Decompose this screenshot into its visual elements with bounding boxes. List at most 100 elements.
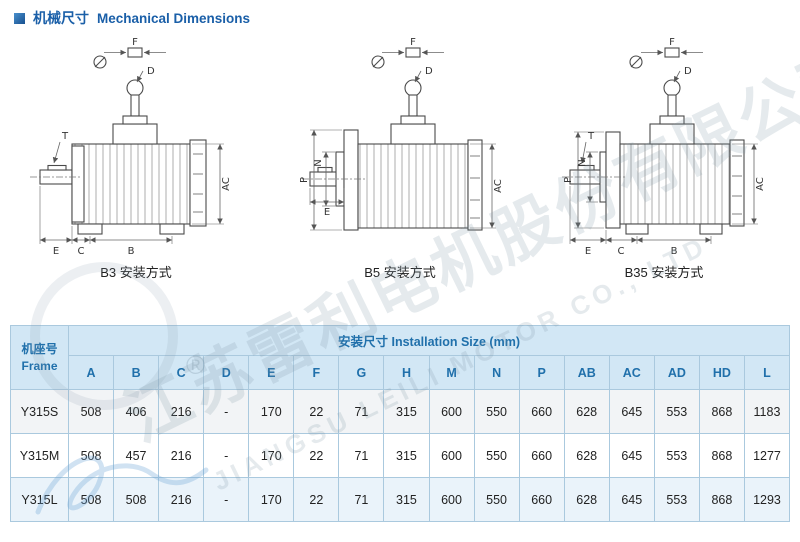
- b3-figure: F D T AC E C B B3 安装方式: [16, 32, 256, 281]
- dimension-cell: 600: [428, 477, 475, 522]
- dimension-cell: 508: [67, 433, 115, 478]
- dim-label-e: E: [585, 246, 591, 257]
- dim-label-t: T: [61, 131, 69, 142]
- dimension-cell: 550: [473, 433, 520, 478]
- dim-label-p: P: [563, 177, 574, 183]
- frame-cell: Y315L: [10, 477, 69, 522]
- dimension-cell: -: [203, 477, 250, 522]
- b5-drawing: F D P N E AC: [299, 37, 504, 231]
- b35-figure: F D T P N AC E C B B35 安装方式: [544, 32, 784, 281]
- dimension-cell: 508: [113, 477, 160, 522]
- b5-figure: F D P N E AC B5 安装方式: [280, 32, 520, 281]
- dim-label-b: B: [128, 246, 135, 257]
- dimension-cell: 71: [338, 477, 385, 522]
- title-bullet-icon: [14, 12, 25, 24]
- dimension-cell: 628: [563, 477, 610, 522]
- column-header-e: E: [248, 355, 295, 390]
- dimension-cell: 645: [608, 433, 655, 478]
- dimension-cell: 628: [563, 433, 610, 478]
- dimension-cell: 868: [698, 389, 745, 434]
- dim-label-ac: AC: [493, 179, 504, 193]
- dimension-cell: -: [203, 433, 250, 478]
- column-header-g: G: [338, 355, 385, 390]
- dimension-cell: 508: [67, 389, 115, 434]
- dimension-cell: 457: [113, 433, 160, 478]
- dimension-cell: -: [203, 389, 250, 434]
- dimension-cell: 645: [608, 389, 655, 434]
- dimension-cell: 553: [653, 389, 700, 434]
- column-header-h: H: [383, 355, 430, 390]
- dimension-cell: 170: [248, 477, 295, 522]
- column-header-d: D: [203, 355, 250, 390]
- dim-label-b: B: [671, 246, 678, 257]
- dimension-cell: 216: [158, 389, 205, 434]
- dimension-cell: 508: [67, 477, 115, 522]
- frame-header-en: Frame: [21, 358, 58, 373]
- dim-label-t: T: [587, 131, 595, 142]
- dim-label-ac: AC: [755, 177, 766, 191]
- dim-label-c: C: [78, 246, 85, 257]
- dimension-cell: 71: [338, 389, 385, 434]
- column-header-ad: AD: [653, 355, 700, 390]
- dimension-cell: 22: [293, 389, 340, 434]
- dimension-cell: 22: [293, 477, 340, 522]
- dimension-cell: 1183: [743, 389, 791, 434]
- drawing-caption-b5: B5 安装方式: [364, 265, 436, 280]
- dimension-cell: 22: [293, 433, 340, 478]
- dimension-cell: 71: [338, 433, 385, 478]
- column-header-p: P: [518, 355, 565, 390]
- dimension-cell: 553: [653, 477, 700, 522]
- dim-label-e: E: [53, 246, 59, 257]
- dimension-cell: 600: [428, 389, 475, 434]
- dimension-cell: 1277: [743, 433, 791, 478]
- dimension-cell: 170: [248, 433, 295, 478]
- dimension-cell: 868: [698, 477, 745, 522]
- dimension-cell: 315: [383, 477, 430, 522]
- dimension-cell: 1293: [743, 477, 791, 522]
- column-header-c: C: [158, 355, 205, 390]
- dim-label-d: D: [684, 66, 692, 77]
- dim-label-e: E: [324, 207, 330, 218]
- column-header-m: M: [428, 355, 475, 390]
- column-header-n: N: [473, 355, 520, 390]
- column-header-hd: HD: [698, 355, 745, 390]
- drawing-caption-b3: B3 安装方式: [100, 265, 172, 280]
- dimension-cell: 553: [653, 433, 700, 478]
- page-header: 机械尺寸 Mechanical Dimensions: [0, 0, 800, 28]
- dimension-cell: 315: [383, 433, 430, 478]
- dim-label-f: F: [132, 37, 138, 48]
- dim-label-p: P: [299, 177, 310, 183]
- b35-drawing: F D T P N AC E C B: [562, 37, 766, 257]
- dimension-cell: 216: [158, 433, 205, 478]
- dim-label-d: D: [425, 66, 433, 77]
- dimension-cell: 550: [473, 477, 520, 522]
- drawing-caption-b35: B35 安装方式: [624, 265, 704, 280]
- page-title-en: Mechanical Dimensions: [97, 10, 251, 26]
- page-title-zh: 机械尺寸: [33, 10, 89, 26]
- column-header-a: A: [67, 355, 115, 390]
- frame-cell: Y315M: [10, 433, 69, 478]
- frame-cell: Y315S: [10, 389, 69, 434]
- column-header-b: B: [113, 355, 160, 390]
- installation-size-header: 安装尺寸 Installation Size (mm): [68, 325, 790, 356]
- dim-label-d: D: [147, 66, 155, 77]
- dimension-cell: 406: [113, 389, 160, 434]
- dimension-cell: 315: [383, 389, 430, 434]
- dimension-cell: 868: [698, 433, 745, 478]
- dimension-cell: 628: [563, 389, 610, 434]
- dimension-cell: 600: [428, 433, 475, 478]
- dim-label-ac: AC: [221, 177, 232, 191]
- column-header-ac: AC: [608, 355, 655, 390]
- frame-header: 机座号 Frame: [10, 325, 69, 390]
- dim-label-n: N: [577, 159, 588, 166]
- column-header-l: L: [743, 355, 791, 390]
- dimension-cell: 660: [518, 477, 565, 522]
- dimension-cell: 170: [248, 389, 295, 434]
- column-header-f: F: [293, 355, 340, 390]
